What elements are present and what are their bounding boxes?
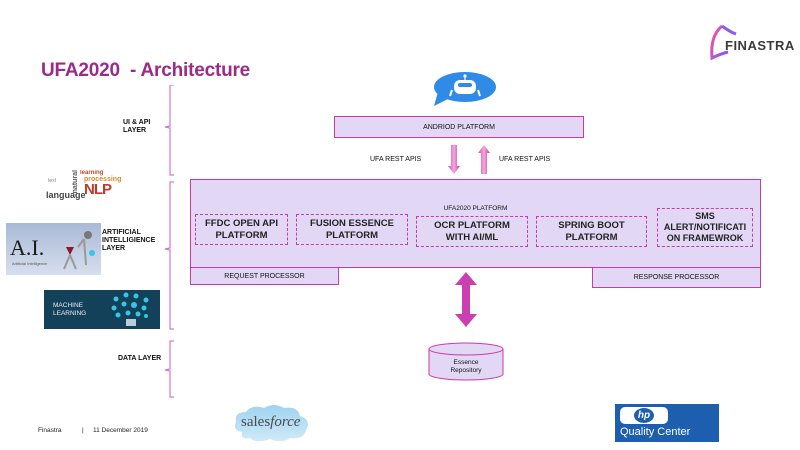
ai-layer-label: ARTIFICIAL INTELLIGIENCE LAYER bbox=[102, 229, 156, 252]
module-ffdc-open-api: FFDC OPEN API PLATFORM bbox=[195, 214, 288, 245]
rest-api-down-label: UFA REST APIS bbox=[370, 156, 422, 163]
hp-badge: hp bbox=[620, 407, 668, 424]
response-processor-label: RESPONSE PROCESSOR bbox=[633, 274, 720, 281]
nlp-word-cloud-image: learning processing natural NLP language… bbox=[46, 170, 122, 200]
nlp-big-text: NLP bbox=[84, 181, 112, 198]
essence-repository-cylinder bbox=[428, 342, 504, 381]
finastra-logo: FINASTRA bbox=[706, 24, 796, 64]
arrow-up-icon bbox=[478, 145, 490, 174]
robot-icon bbox=[63, 231, 95, 270]
platform-title: UFA2020 PLATFORM bbox=[443, 205, 508, 212]
footer-date: 11 December 2019 bbox=[93, 427, 148, 434]
page-title: UFA2020 - Architecture bbox=[41, 60, 251, 81]
footer-separator: | bbox=[82, 427, 84, 434]
salesforce-logo-text: salesforce bbox=[241, 414, 301, 430]
ui-api-layer-label: UI & API LAYER bbox=[123, 119, 151, 134]
module-ocr-platform: OCR PLATFORM WITH AI/ML bbox=[416, 216, 528, 247]
hp-quality-center-logo: hp Quality Center bbox=[615, 404, 719, 442]
hp-icon: hp bbox=[634, 408, 654, 423]
android-platform-label: ANDRIOD PLATFORM bbox=[423, 123, 495, 131]
bidirectional-arrow-icon bbox=[455, 272, 477, 327]
layer-braces bbox=[164, 85, 174, 398]
finastra-logo-text: FINASTRA bbox=[725, 38, 795, 53]
request-processor-label: REQUEST PROCESSOR bbox=[224, 272, 305, 280]
chatbot-icon bbox=[434, 72, 496, 106]
ui-api-brace bbox=[164, 85, 174, 176]
salesforce-logo: salesforce bbox=[232, 402, 312, 442]
hp-caption: Quality Center bbox=[620, 426, 691, 438]
ai-image: A.I. Artificial Intelligence bbox=[6, 223, 101, 275]
salesforce-cloud-icon bbox=[234, 405, 308, 442]
machine-learning-image: MACHINE LEARNING bbox=[44, 290, 160, 329]
module-fusion-essence: FUSION ESSENCE PLATFORM bbox=[296, 214, 408, 245]
module-spring-boot: SPRING BOOT PLATFORM bbox=[536, 216, 647, 247]
finastra-logo-mark-icon bbox=[710, 24, 737, 61]
footer-company: Finastra bbox=[38, 427, 62, 434]
data-brace bbox=[164, 340, 174, 398]
arrow-down-icon bbox=[448, 145, 460, 174]
essence-repository-label: Essence Repository bbox=[450, 359, 482, 374]
data-layer-label: DATA LAYER bbox=[118, 355, 162, 362]
response-processor-box: RESPONSE PROCESSOR bbox=[592, 267, 761, 288]
android-platform-box: ANDRIOD PLATFORM bbox=[334, 116, 584, 138]
ai-brace bbox=[164, 181, 174, 330]
request-processor-box: REQUEST PROCESSOR bbox=[190, 267, 339, 285]
module-sms-alert: SMS ALERT/NOTIFICATI ON FRAMEWROK bbox=[657, 208, 753, 247]
rest-api-up-label: UFA REST APIS bbox=[499, 156, 551, 163]
lightbulb-network-icon bbox=[111, 292, 149, 326]
ufa2020-platform-box: UFA2020 PLATFORM bbox=[190, 179, 761, 268]
ai-big-text: A.I. bbox=[10, 235, 45, 260]
